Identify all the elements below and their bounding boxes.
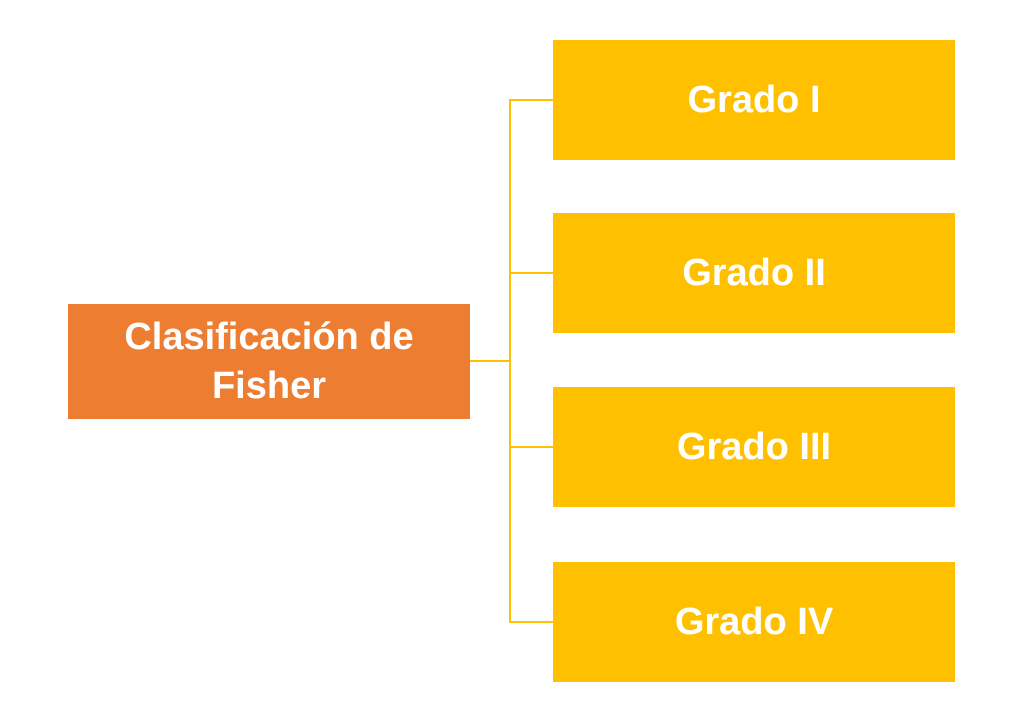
child-node-grado-iii: Grado III [553,387,955,507]
connector-trunk [509,99,511,623]
connector-branch-grado-i [509,99,553,101]
child-node-grado-iv: Grado IV [553,562,955,682]
child-node-grado-i: Grado I [553,40,955,160]
connector-root-stem [470,360,511,362]
root-node-clasificacion-de-fisher: Clasificación de Fisher [68,304,470,419]
connector-branch-grado-iii [509,446,553,448]
connector-branch-grado-iv [509,621,553,623]
connector-branch-grado-ii [509,272,553,274]
child-node-grado-ii: Grado II [553,213,955,333]
